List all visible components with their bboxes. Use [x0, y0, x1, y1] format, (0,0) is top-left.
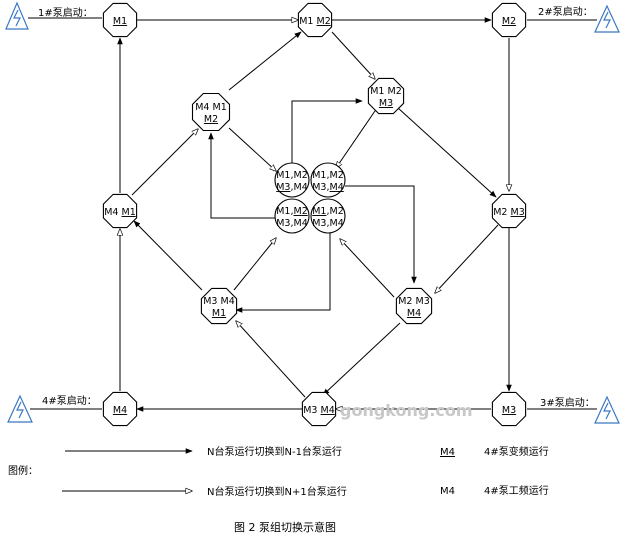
node-octagon	[367, 77, 405, 115]
node-label: M2	[204, 114, 218, 125]
pump-state-node: M1 M2	[297, 2, 333, 38]
node-octagon	[491, 2, 527, 38]
node-label: M1 M2	[370, 86, 402, 97]
diamond-connections	[131, 31, 499, 398]
node-octagon	[491, 391, 527, 427]
node-label: M4 M1	[195, 102, 227, 113]
node-label: M3 M4	[203, 296, 235, 307]
pump3-start-label: 3#泵启动：	[540, 396, 595, 409]
node-label: M3,M4	[276, 182, 308, 193]
node-label: M3,M4	[312, 182, 344, 193]
legend-n-minus-text: N台泵运行切换到N-1台泵运行	[207, 445, 342, 458]
node-octagon	[191, 92, 231, 132]
node-circle	[274, 162, 310, 198]
pump-state-node: M3	[491, 391, 527, 427]
legend-pf-desc: 4#泵工频运行	[484, 484, 549, 497]
node-label: M1	[212, 308, 226, 319]
node-circle	[310, 162, 346, 198]
node-circle	[310, 198, 346, 234]
node-octagon	[102, 391, 138, 427]
node-label: M4	[113, 405, 127, 416]
legend-title: 图例：	[8, 464, 38, 477]
node-label: M1 M2	[299, 16, 331, 27]
legend-vf-sample: M4	[440, 447, 455, 458]
figure-caption: 图 2 泵组切换示意图	[234, 520, 336, 534]
node-label: M1,M2	[312, 170, 344, 181]
pump2-start-label: 2#泵启动：	[538, 5, 593, 18]
node-label: M2 M3	[398, 296, 430, 307]
node-label: M3,M4	[312, 218, 344, 229]
pump-state-node: M4 M1	[102, 193, 138, 229]
pump-state-node: M2	[491, 2, 527, 38]
pump-state-node: M2 M3	[491, 193, 527, 229]
start-lines	[28, 17, 597, 410]
pump-state-node: M4	[102, 391, 138, 427]
lightning-icon	[594, 4, 620, 33]
node-label: M3	[502, 405, 516, 416]
lightning-icon	[594, 395, 620, 424]
node-octagon	[297, 2, 333, 38]
node-label: M4 M1	[104, 207, 136, 218]
node-label: M1	[113, 16, 127, 27]
node-label: M1,M2	[276, 170, 308, 181]
node-label: M3,M4	[276, 218, 308, 229]
node-octagon	[102, 2, 138, 38]
node-label: M4	[407, 308, 421, 319]
node-label: M1,M2	[312, 206, 344, 217]
node-label: M3	[379, 98, 393, 109]
pump-state-node: M3 M4	[301, 391, 337, 427]
node-octagon	[200, 287, 238, 325]
node-label: M3 M4	[303, 405, 335, 416]
node-octagon	[301, 391, 337, 427]
legend-pf-sample: M4	[440, 486, 455, 497]
pump-state-node: M1	[102, 2, 138, 38]
node-circle	[274, 198, 310, 234]
legend-vf-desc: 4#泵变频运行	[484, 445, 549, 458]
node-label: M1,M2	[276, 206, 308, 217]
watermark: gongkong.com	[340, 401, 473, 420]
outer-connections	[120, 20, 509, 409]
node-label: M2	[502, 16, 516, 27]
pump4-start-label: 4#泵启动：	[42, 394, 97, 407]
legend-n-plus-text: N台泵运行切换到N+1台泵运行	[207, 485, 347, 498]
inner-connections	[208, 98, 417, 313]
legend: 图例： N台泵运行切换到N-1台泵运行 N台泵运行切换到N+1台泵运行 M4 4…	[8, 445, 549, 498]
lightning-icon	[7, 394, 33, 423]
node-octagon	[102, 193, 138, 229]
pump1-start-label: 1#泵启动：	[38, 6, 93, 19]
node-label: M2 M3	[493, 207, 525, 218]
node-octagon	[491, 193, 527, 229]
lightning-icon	[5, 1, 29, 30]
node-octagon	[395, 287, 433, 325]
